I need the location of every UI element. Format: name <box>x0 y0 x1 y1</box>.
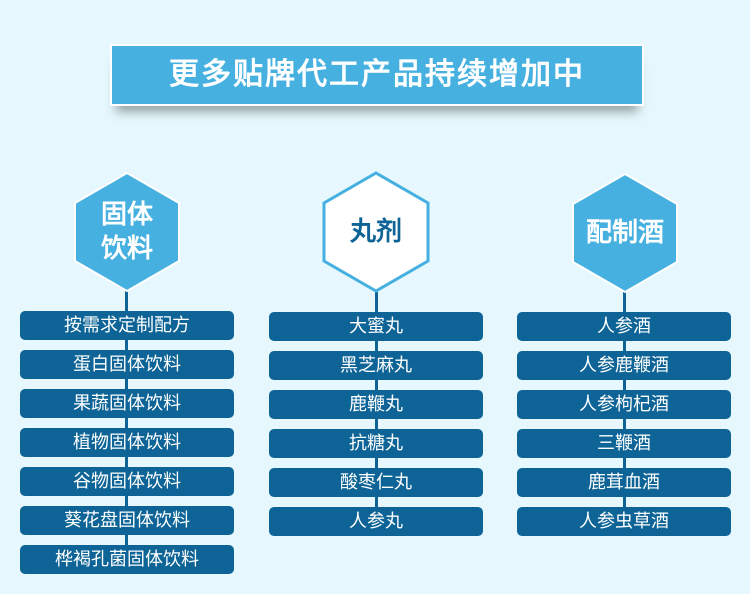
product-item[interactable]: 人参酒 <box>517 312 731 341</box>
product-item[interactable]: 三鞭酒 <box>517 429 731 458</box>
product-item[interactable]: 酸枣仁丸 <box>269 468 483 497</box>
product-item[interactable]: 鹿茸血酒 <box>517 468 731 497</box>
product-item[interactable]: 人参鹿鞭酒 <box>517 351 731 380</box>
product-item[interactable]: 按需求定制配方 <box>20 311 234 340</box>
hexagon-shape <box>572 172 678 294</box>
category-label: 饮料 <box>100 234 153 264</box>
product-item[interactable]: 人参丸 <box>269 507 483 536</box>
product-item[interactable]: 谷物固体饮料 <box>20 467 234 496</box>
category-hex-solid-drinks: 固体饮料 <box>73 171 181 293</box>
title-banner: 更多贴牌代工产品持续增加中 <box>110 44 644 106</box>
category-hex-pills: 丸剂 <box>322 171 430 293</box>
product-item[interactable]: 果蔬固体饮料 <box>20 389 234 418</box>
category-label: 丸剂 <box>349 217 402 247</box>
product-item[interactable]: 抗糖丸 <box>269 429 483 458</box>
product-item[interactable]: 人参虫草酒 <box>517 507 731 536</box>
category-label: 固体 <box>100 200 153 230</box>
product-item[interactable]: 桦褐孔菌固体饮料 <box>20 545 234 574</box>
product-item[interactable]: 植物固体饮料 <box>20 428 234 457</box>
product-item[interactable]: 人参枸杞酒 <box>517 390 731 419</box>
product-item[interactable]: 葵花盘固体饮料 <box>20 506 234 535</box>
product-item[interactable]: 黑芝麻丸 <box>269 351 483 380</box>
connector-line <box>125 290 128 546</box>
product-item[interactable]: 蛋白固体饮料 <box>20 350 234 379</box>
category-hex-liquor: 配制酒 <box>571 172 679 294</box>
hexagon-shape <box>322 171 430 293</box>
product-item[interactable]: 鹿鞭丸 <box>269 390 483 419</box>
category-label: 配制酒 <box>585 218 664 248</box>
hexagon-shape <box>74 171 180 293</box>
product-item[interactable]: 大蜜丸 <box>269 312 483 341</box>
